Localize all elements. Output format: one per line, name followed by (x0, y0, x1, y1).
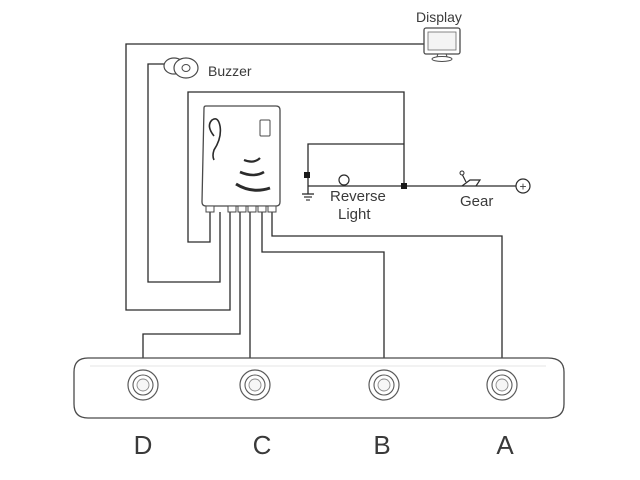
wires (125, 43, 516, 358)
sensor-b-icon (368, 369, 400, 401)
sensor-c-label: C (253, 430, 272, 460)
sensor-a-icon (486, 369, 518, 401)
gear-label: Gear (460, 193, 493, 210)
positive-terminal-icon (515, 178, 531, 194)
display-monitor-icon (423, 27, 461, 62)
sensor-d-wire (142, 212, 241, 358)
reverse-light-label-line2: Light (338, 206, 371, 223)
sensor-b-wire (261, 212, 385, 358)
display-label: Display (416, 9, 462, 25)
bumper (73, 357, 565, 419)
sensor-d-label: D (134, 430, 153, 460)
sensor-d-icon (127, 369, 159, 401)
buzzer-icon (163, 57, 199, 79)
sensor-c-icon (239, 369, 271, 401)
junction-dot-left (304, 172, 310, 178)
buzzer-label: Buzzer (208, 63, 252, 79)
junction-dot-right (401, 183, 407, 189)
reverse-light-bulb-icon (336, 174, 360, 187)
positive-terminal-label: + (519, 180, 526, 194)
sensor-b-label: B (373, 430, 390, 460)
sensor-a-label: A (496, 430, 514, 460)
reverse-light-label-line1: Reverse (330, 188, 386, 205)
ground-bus-wire (307, 143, 404, 186)
power-loop-wire (187, 91, 405, 243)
sensor-a-wire (271, 212, 503, 358)
display-wire (125, 43, 430, 311)
buzzer-wire (147, 63, 221, 283)
ground-icon (302, 186, 314, 201)
gear-lever-icon (459, 170, 482, 187)
control-unit-icon (201, 105, 281, 213)
